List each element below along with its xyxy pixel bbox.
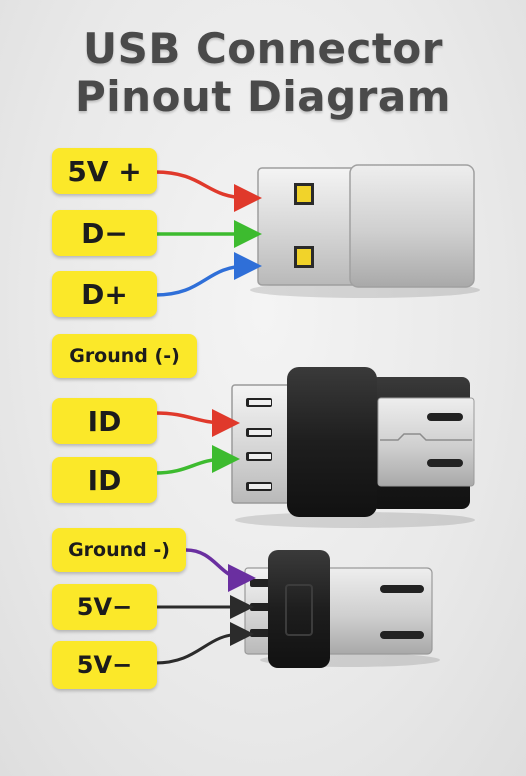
- pin-label-id: ID: [52, 457, 157, 503]
- mini-usb-wires: [154, 548, 256, 665]
- pin-label-5v-minus: 5V−: [52, 584, 157, 630]
- wire-red: [154, 408, 240, 437]
- pin-label-ground: Ground (-): [52, 334, 197, 378]
- pin-label-d-plus: D+: [52, 271, 157, 317]
- micro-usb-connector: [231, 367, 475, 528]
- diagram-title-line-1: USB Connector: [83, 24, 443, 73]
- wire-purple: [185, 548, 256, 592]
- pin-label-ground: Ground -): [52, 528, 186, 572]
- wire-green: [154, 445, 240, 475]
- pin-label-5v-minus: 5V−: [52, 641, 157, 689]
- mini-usb-connector: [244, 550, 440, 668]
- pin-label-d-minus: D−: [52, 210, 157, 256]
- wire-red: [154, 170, 262, 212]
- wire-blue: [154, 252, 262, 297]
- usb-a-wires: [154, 170, 262, 297]
- pin-label-id: ID: [52, 398, 157, 444]
- usb-a-connector: [250, 164, 480, 298]
- pin-label-5v-plus: 5V +: [52, 148, 157, 194]
- diagram-title-line-2: Pinout Diagram: [74, 72, 452, 121]
- micro-usb-wires: [154, 408, 240, 475]
- wire-black: [154, 622, 254, 665]
